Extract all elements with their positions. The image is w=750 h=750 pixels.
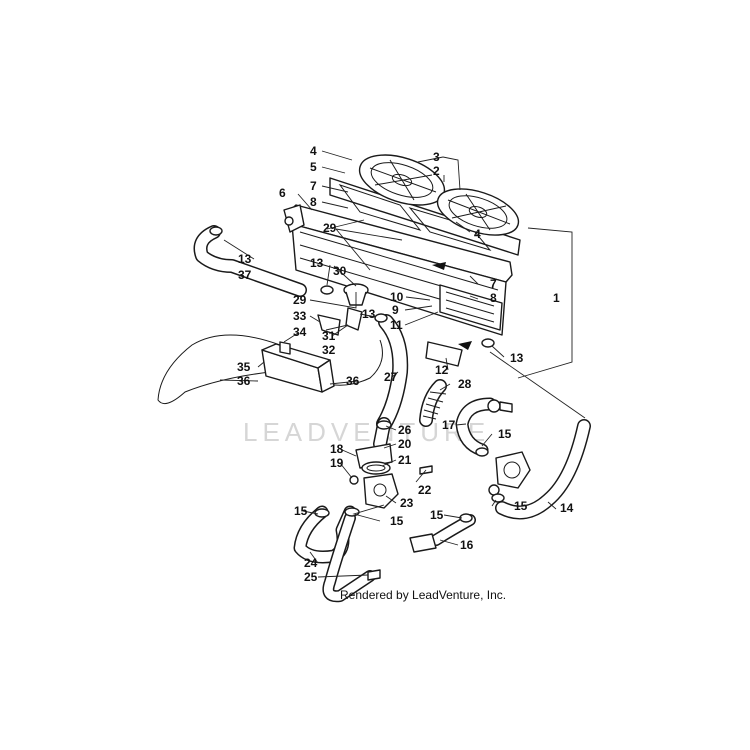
callout-33: 33 [293,309,307,323]
hose-28 [419,379,447,427]
callout-24: 24 [304,556,318,570]
hose-14 [495,419,591,520]
bracket-12 [425,341,472,367]
callout-16: 16 [460,538,474,552]
coolant-reservoir [261,341,335,393]
callout-13: 13 [310,256,324,270]
callout-8: 8 [490,291,497,305]
callout-36: 36 [346,374,360,388]
callout-29: 29 [293,293,307,307]
callout-17: 17 [442,418,456,432]
callout-25: 25 [304,570,318,584]
callout-7: 7 [310,179,317,193]
callout-26: 26 [398,423,412,437]
callout-34: 34 [293,325,307,339]
callout-30: 30 [333,264,347,278]
radiator-assembly [283,154,521,336]
callout-11: 11 [390,318,403,332]
callout-29: 29 [323,221,337,235]
callout-6: 6 [279,186,286,200]
callout-32: 32 [322,343,336,357]
callout-3: 3 [433,150,440,164]
callout-13: 13 [510,351,524,365]
callout-2: 2 [433,164,440,178]
callout-15: 15 [294,504,308,518]
callout-12: 12 [435,363,449,377]
assembly-bracket-1 [517,227,573,379]
credit-line: Rendered by LeadVenture, Inc. [340,588,506,602]
bracket [317,314,341,336]
callout-4: 4 [310,144,317,158]
callout-8: 8 [310,195,317,209]
leader-lines [219,150,557,578]
callout-7: 7 [490,277,497,291]
callout-14: 14 [560,501,574,515]
callout-18: 18 [330,442,344,456]
callout-36: 36 [237,374,251,388]
callout-27: 27 [384,370,398,384]
direction-arrow [432,262,446,270]
callout-labels: 4 5 3 2 7 6 8 4 29 13 37 13 30 7 8 1 29 … [237,144,574,584]
hose-clamps [209,226,505,523]
callout-5: 5 [310,160,317,174]
callout-20: 20 [398,437,412,451]
callout-13: 13 [238,252,252,266]
callout-28: 28 [458,377,472,391]
callout-35: 35 [237,360,251,374]
callout-10: 10 [390,290,404,304]
callout-37: 37 [238,268,252,282]
callout-15: 15 [430,508,444,522]
callout-15: 15 [514,499,528,513]
callout-19: 19 [330,456,344,470]
watermark: LEADVENTURE [243,417,490,447]
radiator-cap [343,283,369,331]
hose-27 [376,314,409,432]
callout-21: 21 [398,453,412,467]
overflow-tube [157,334,281,405]
callout-22: 22 [418,483,432,497]
callout-15: 15 [390,514,404,528]
callout-15: 15 [498,427,512,441]
hose-37 [193,225,307,297]
callout-1: 1 [553,291,560,305]
callout-4: 4 [474,227,481,241]
callout-23: 23 [400,496,414,510]
water-pump [488,451,531,496]
hose-25 [322,512,381,603]
callout-13: 13 [362,307,376,321]
callout-9: 9 [392,303,399,317]
callout-31: 31 [322,329,336,343]
